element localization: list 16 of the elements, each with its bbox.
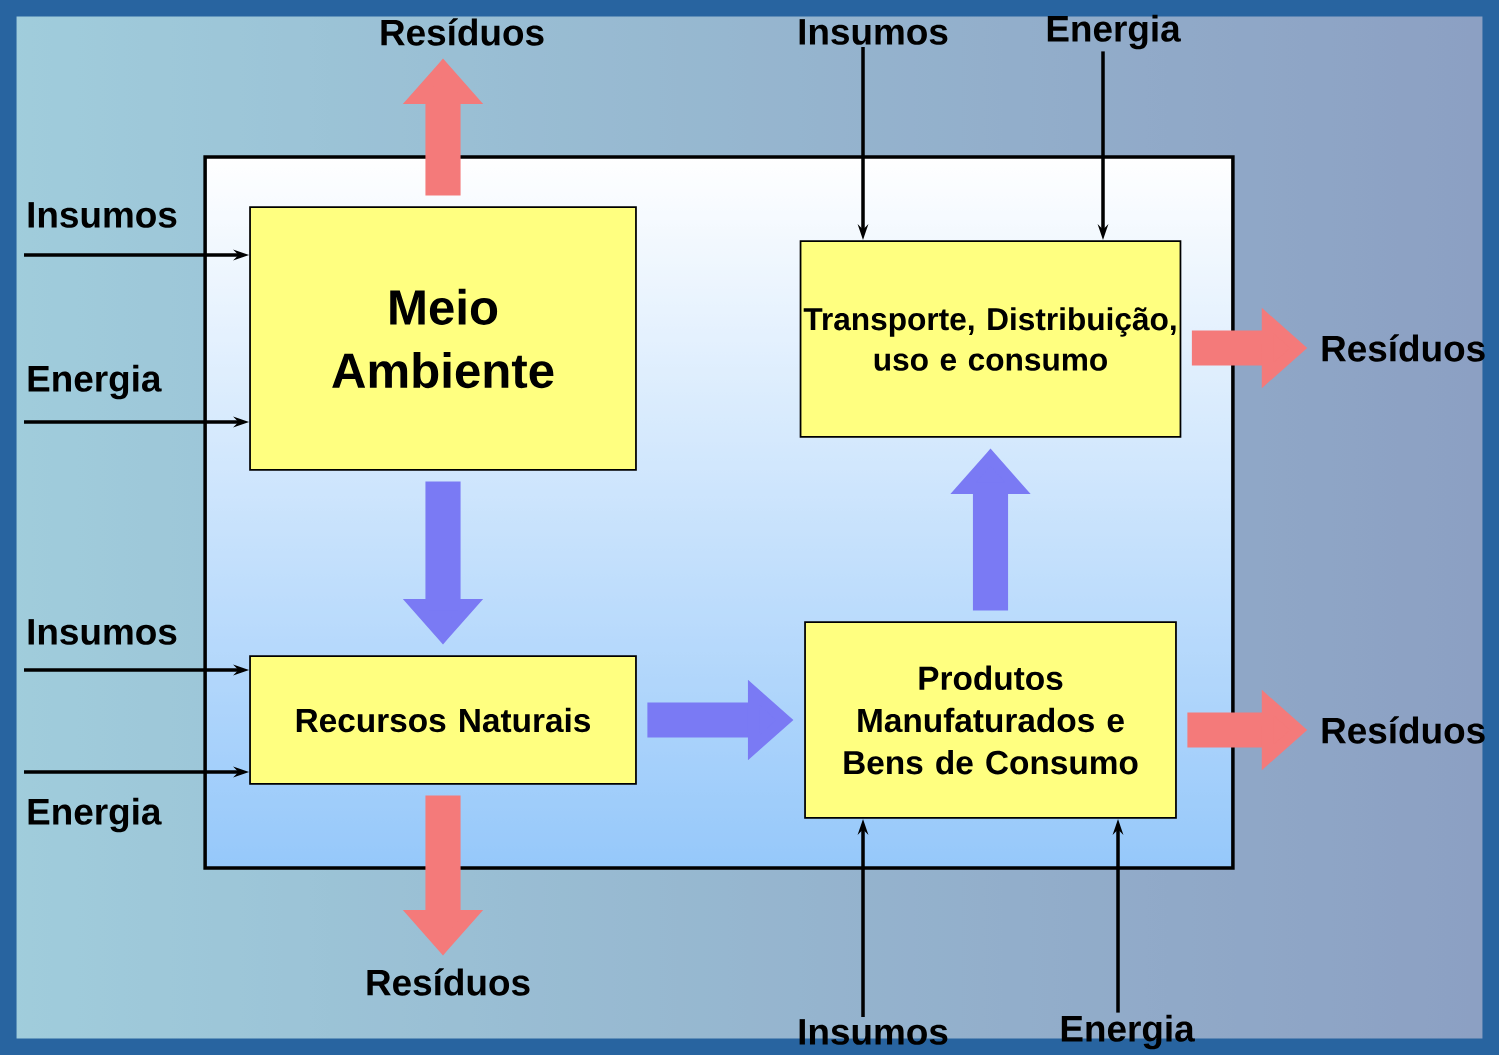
flow-label: Energia bbox=[28, 364, 162, 400]
flow-label: Energia bbox=[1047, 14, 1181, 50]
process-box: Meio Ambiente bbox=[249, 206, 637, 471]
process-box: Produtos Manufaturados e Bens de Consumo bbox=[804, 621, 1177, 819]
flow-label: Energia bbox=[28, 797, 162, 833]
process-box: Transporte, Distribuição, uso e consumo bbox=[799, 240, 1182, 438]
flow-label: Insumos bbox=[799, 1019, 948, 1045]
flow-label: Insumos bbox=[799, 19, 948, 45]
flow-label: Resíduos bbox=[381, 18, 544, 46]
flow-label: Resíduos bbox=[367, 968, 530, 996]
flow-label: Insumos bbox=[28, 619, 177, 645]
flow-label: Resíduos bbox=[1322, 716, 1485, 744]
flow-label: Resíduos bbox=[1322, 334, 1485, 362]
process-box: Recursos Naturais bbox=[249, 655, 637, 785]
flow-label: Energia bbox=[1061, 1014, 1195, 1050]
flow-label: Insumos bbox=[28, 202, 177, 228]
